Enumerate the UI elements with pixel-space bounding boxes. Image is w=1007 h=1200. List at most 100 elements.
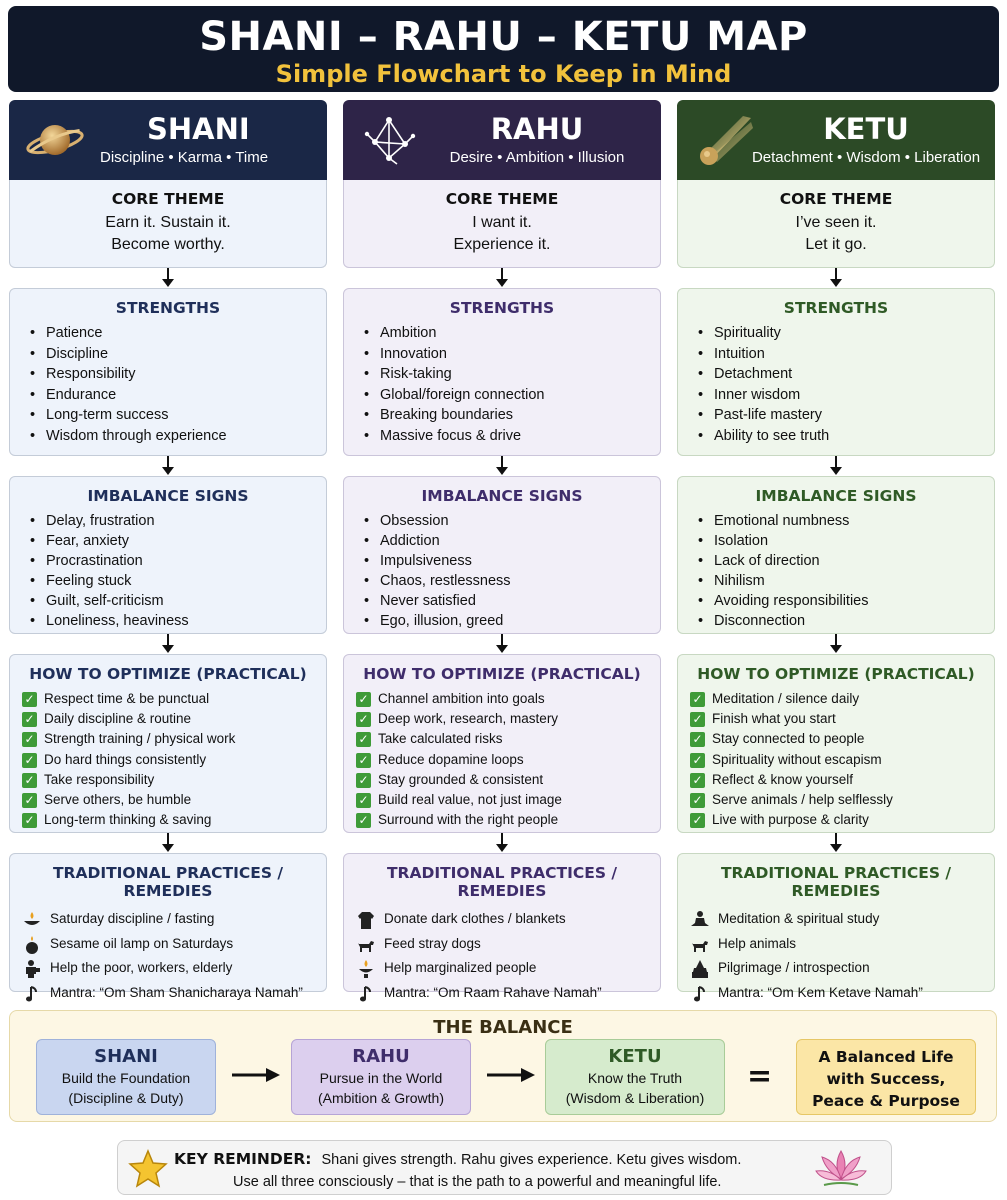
section-title: HOW TO OPTIMIZE (PRACTICAL) [363,665,641,683]
list-item: Isolation [698,531,994,551]
section-title: STRENGTHS [449,299,555,317]
section-title: CORE THEME [111,190,225,208]
list-item: Innovation [364,344,660,365]
flow-arrow-down [162,833,174,852]
flow-arrow-down [496,833,508,852]
item-text: Spirituality without escapism [712,751,882,767]
remedies-box: TRADITIONAL PRACTICES / REMEDIES Saturda… [9,853,327,1001]
section-title: CORE THEME [779,190,893,208]
section-title: TRADITIONAL PRACTICES / REMEDIES [386,864,618,900]
shani-header: SHANI Discipline • Karma • Time [9,100,327,180]
strengths-box: STRENGTHS Ambition Innovation Risk-takin… [343,288,661,456]
list-item: Disconnection [698,611,994,631]
list-item: Fear, anxiety [30,531,326,551]
flow-arrow-down [830,456,842,475]
comet-icon [700,116,753,165]
imbalance-box: IMBALANCE SIGNS Obsession Addiction Impu… [343,476,661,634]
core-line: Let it go. [805,236,867,253]
checkmark-icon: ✓ [356,752,371,768]
item-text: Take calculated risks [378,731,503,747]
list-item: Obsession [364,511,660,531]
item-text: Mantra: “Om Kem Ketave Namah” [718,984,923,1000]
core-line: I’ve seen it. [795,214,877,231]
section-title: STRENGTHS [115,299,221,317]
page-subtitle: Simple Flowchart to Keep in Mind [275,60,732,88]
checkmark-icon: ✓ [690,752,705,768]
section-title: HOW TO OPTIMIZE (PRACTICAL) [697,665,975,683]
list-item: Pilgrimage / introspection [690,956,994,981]
core-line: Earn it. Sustain it. [105,214,231,231]
list-item: Massive focus & drive [364,426,660,447]
section-title: TRADITIONAL PRACTICES / REMEDIES [52,864,284,900]
planet-name: KETU [823,112,909,146]
item-text: Build real value, not just image [378,792,562,808]
item-text: Mantra: “Om Sham Shanicharaya Namah” [50,984,303,1000]
list-item: Nihilism [698,571,994,591]
section-title: CORE THEME [445,190,559,208]
item-text: Help marginalized people [384,960,537,975]
list-item: ✓Meditation / silence daily [690,689,994,709]
list-item: Intuition [698,344,994,365]
flow-arrow-down [830,634,842,653]
item-text: Sesame oil lamp on Saturdays [50,935,234,951]
planet-name: RAHU [490,112,584,146]
lamp-icon [359,960,373,978]
list-item: Past-life mastery [698,405,994,426]
core-theme-box: CORE THEME I’ve seen it. Let it go. [677,180,995,268]
list-item: ✓Respect time & be punctual [22,689,326,709]
balance-line: (Ambition & Growth) [317,1090,445,1106]
balance-line: (Wisdom & Liberation) [565,1090,705,1106]
list-item: Mantra: “Om Sham Shanicharaya Namah” [22,981,326,1006]
checkmark-icon: ✓ [356,793,371,809]
reminder-line: KEY REMINDER:Shani gives strength. Rahu … [174,1149,741,1170]
item-text: Meditation & spiritual study [718,911,880,926]
list-item: Feed stray dogs [356,932,660,957]
balance-name: RAHU [352,1046,410,1067]
balance-line: Know the Truth [587,1070,683,1086]
reminder-line: Use all three consciously – that is the … [233,1174,722,1190]
list-item: Sesame oil lamp on Saturdays [22,932,326,957]
list-item: ✓Surround with the right people [356,810,660,830]
strengths-box: STRENGTHS Spirituality Intuition Detachm… [677,288,995,456]
flow-arrow-down [496,268,508,287]
clothes-icon [358,912,374,929]
item-text: Help animals [718,935,797,951]
section-title: IMBALANCE SIGNS [421,487,583,505]
rahu-header: RAHU Desire • Ambition • Illusion [343,100,661,180]
list-item: Spirituality [698,323,994,344]
item-text: Long-term thinking & saving [44,812,212,828]
flow-arrow-down [496,634,508,653]
music-note-icon [694,985,705,1001]
dog-icon [692,940,708,952]
strengths-box: STRENGTHS Patience Discipline Responsibi… [9,288,327,456]
list-item: Avoiding responsibilities [698,591,994,611]
core-line: Become worthy. [111,236,225,253]
list-item: Global/foreign connection [364,385,660,406]
checkmark-icon: ✓ [22,813,37,829]
arrow-right-icon [232,1068,280,1082]
core-line: I want it. [472,214,532,231]
result-line: with Success, [826,1070,946,1088]
flow-arrow-down [496,456,508,475]
checkmark-icon: ✓ [22,752,37,768]
planet-tagline: Detachment • Wisdom • Liberation [751,149,981,166]
result-line: Peace & Purpose [812,1092,960,1110]
planet-name: SHANI [147,112,250,146]
list-item: ✓ Long-term thinking & saving [22,810,326,830]
list-item: ✓Take calculated risks [356,729,660,749]
list-item: Mantra: “Om Raam Rahave Namah” [356,981,660,1006]
checkmark-icon: ✓ [356,772,371,788]
checkmark-icon: ✓ [22,712,37,728]
balance-box-rahu: RAHU Pursue in the World (Ambition & Gro… [291,1039,471,1115]
item-text: Pilgrimage / introspection [718,960,870,975]
core-theme-box: CORE THEME I want it. Experience it. [343,180,661,268]
checkmark-icon: ✓ [356,712,371,728]
list-item: Risk-taking [364,364,660,385]
remedies-box: TRADITIONAL PRACTICES / REMEDIES Meditat… [677,853,995,1001]
list-item: ✓ Spirituality without escapism [690,750,994,770]
item-text: Surround with the right people [378,812,559,828]
list-item: ✓Finish what you start [690,709,994,729]
list-item: Mantra: “Om Kem Ketave Namah” [690,981,994,1006]
music-note-icon [26,985,37,1001]
section-title: STRENGTHS [783,299,889,317]
